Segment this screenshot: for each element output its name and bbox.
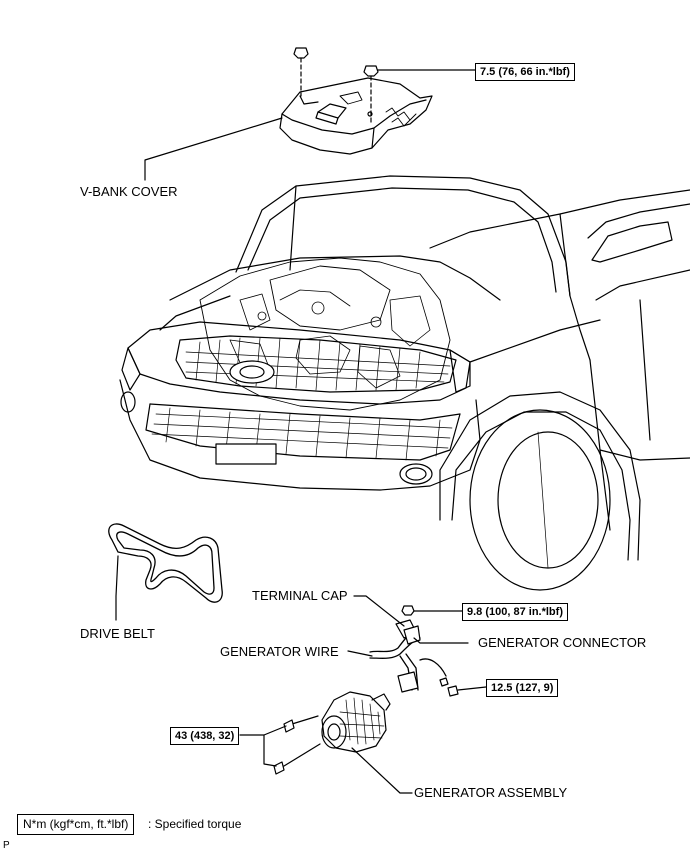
- label-v-bank-cover: V-BANK COVER: [80, 184, 178, 199]
- vehicle-illustration: [119, 175, 690, 591]
- terminal-nut-icon: [401, 605, 463, 616]
- generator-wire-illustration: [369, 619, 459, 697]
- generator-bolt-leader-2: [263, 725, 287, 736]
- label-generator-connector: GENERATOR CONNECTOR: [478, 635, 647, 650]
- generator-assembly-leader: [351, 747, 413, 794]
- legend-meaning: : Specified torque: [148, 817, 242, 831]
- torque-wire-bolt: 12.5 (127, 9): [486, 679, 559, 697]
- label-generator-wire: GENERATOR WIRE: [220, 644, 339, 659]
- wire-bolt-leader: [457, 686, 487, 691]
- terminal-cap-leader: [353, 595, 405, 627]
- generator-bolt-leader: [239, 734, 277, 767]
- label-terminal-cap: TERMINAL CAP: [252, 588, 348, 603]
- torque-generator-bolt: 43 (438, 32): [170, 727, 240, 745]
- corner-mark: P: [3, 840, 10, 851]
- generator-assembly-illustration: [273, 691, 391, 775]
- label-drive-belt: DRIVE BELT: [80, 626, 155, 641]
- generator-wire-leader: [347, 650, 373, 657]
- drive-belt-leader: [115, 555, 119, 621]
- v-bank-cover-illustration: [279, 77, 433, 155]
- label-generator-assembly: GENERATOR ASSEMBLY: [414, 785, 568, 800]
- generator-connector-leader: [413, 637, 469, 644]
- drive-belt-illustration: [108, 523, 223, 603]
- v-bank-cover-leader: [144, 117, 283, 181]
- torque-terminal-nut: 9.8 (100, 87 in.*lbf): [462, 603, 568, 621]
- torque-cover-nut: 7.5 (76, 66 in.*lbf): [475, 63, 575, 81]
- legend-units-box: N*m (kgf*cm, ft.*lbf): [17, 814, 135, 835]
- cover-nut-icons: [293, 47, 476, 125]
